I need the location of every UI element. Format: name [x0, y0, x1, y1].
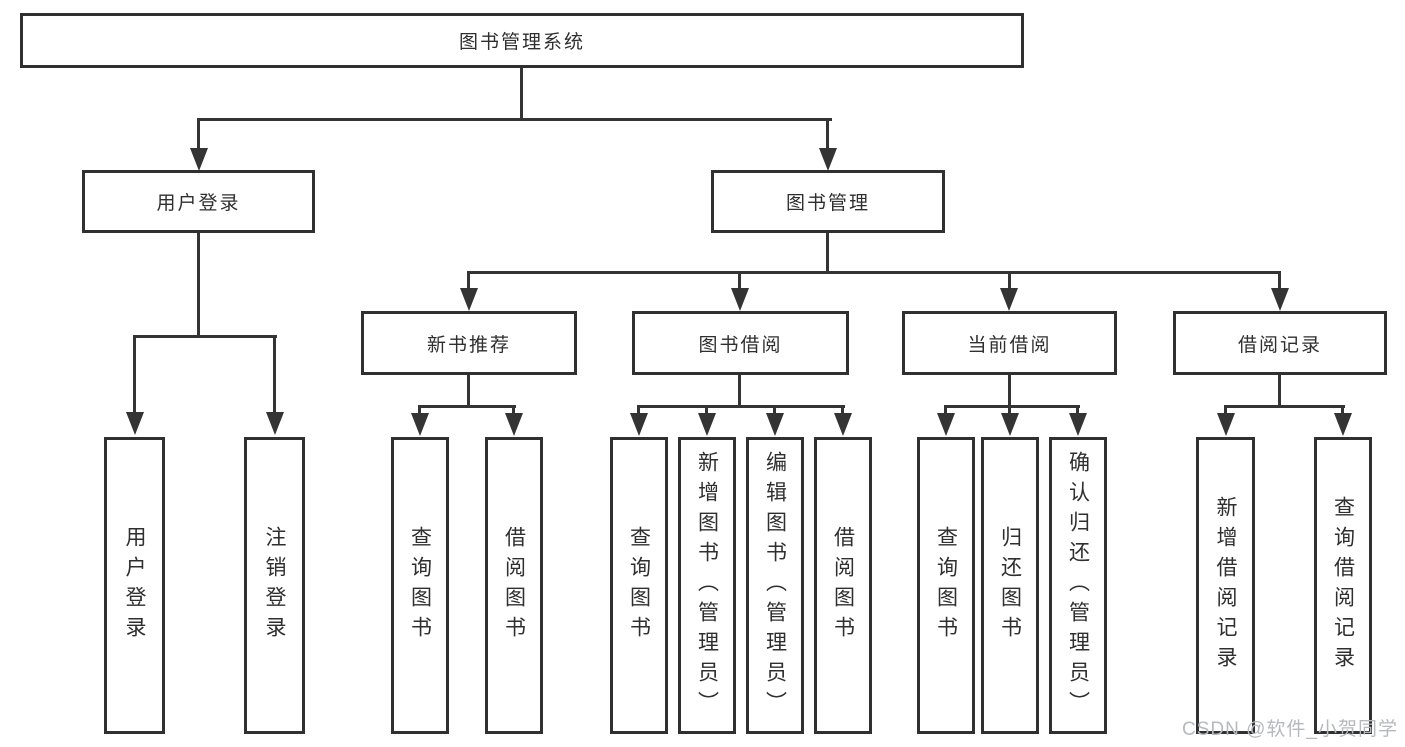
connector-line: [133, 335, 136, 413]
leaf-borrow-book-borrowing: 借阅图书: [814, 437, 872, 734]
connector-line: [637, 405, 845, 408]
connector-line: [1008, 405, 1011, 415]
connector-line: [1341, 405, 1344, 415]
connector-line: [197, 118, 200, 150]
node-label: 查询借阅记录: [1331, 495, 1355, 676]
leaf-add-book-admin: 新增图书（管理员）: [678, 437, 736, 734]
leaf-borrow-book-recommend: 借阅图书: [485, 437, 543, 734]
connector-line: [467, 271, 470, 289]
leaf-query-book-current: 查询图书: [917, 437, 975, 734]
connector-line: [197, 233, 200, 337]
node-label: 查询图书: [408, 525, 432, 646]
arrow-head: [411, 413, 429, 436]
node-label: 借阅记录: [1237, 334, 1322, 356]
arrow-head: [126, 412, 144, 435]
leaf-query-book-recommend: 查询图书: [391, 437, 449, 734]
node-label: 图书管理系统: [458, 32, 585, 53]
watermark: CSDN @软件_小贺同学: [1182, 719, 1398, 740]
connector-line: [520, 68, 523, 120]
node-label: 确认归还（管理员）: [1066, 450, 1090, 721]
arrow-head: [1271, 288, 1289, 311]
leaf-query-book-borrowing: 查询图书: [610, 437, 668, 734]
connector-line: [738, 271, 741, 289]
node-label: 用户登录: [123, 525, 146, 646]
arrow-head: [1069, 413, 1087, 436]
connector-line: [133, 335, 277, 338]
node-label: 查询图书: [627, 525, 651, 646]
leaf-add-borrow-record: 新增借阅记录: [1196, 437, 1255, 734]
connector-line: [418, 405, 421, 415]
node-label: 编辑图书（管理员）: [763, 450, 787, 721]
node-library-system: 图书管理系统: [20, 13, 1024, 68]
node-label: 图书管理: [785, 193, 870, 214]
arrow-head: [630, 413, 648, 436]
connector-line: [1224, 405, 1345, 408]
connector-line: [944, 405, 947, 415]
arrow-head: [698, 413, 716, 436]
node-label: 查询图书: [934, 525, 958, 646]
connector-line: [773, 405, 776, 415]
connector-line: [705, 405, 708, 415]
connector-line: [637, 405, 640, 415]
node-label: 新增借阅记录: [1214, 495, 1237, 676]
arrow-head: [731, 288, 749, 311]
arrow-head: [1217, 413, 1235, 436]
node-label: 当前借阅: [967, 334, 1052, 356]
node-label: 新增图书（管理员）: [695, 450, 719, 721]
connector-line: [1278, 375, 1281, 407]
leaf-confirm-return-admin: 确认归还（管理员）: [1049, 437, 1107, 734]
arrow-head: [505, 413, 523, 436]
node-borrowing-records: 借阅记录: [1173, 311, 1387, 375]
node-book-management: 图书管理: [711, 170, 945, 233]
connector-line: [1076, 405, 1079, 415]
leaf-query-borrow-record: 查询借阅记录: [1314, 437, 1372, 734]
node-label: 用户登录: [156, 193, 241, 214]
node-user-login: 用户登录: [82, 170, 315, 233]
arrow-head: [1334, 413, 1352, 436]
arrow-head: [834, 413, 852, 436]
leaf-return-book: 归还图书: [981, 437, 1039, 734]
node-label: 新书推荐: [426, 334, 511, 356]
connector-line: [1224, 405, 1227, 415]
arrow-head: [460, 288, 478, 311]
node-current-borrowing: 当前借阅: [902, 311, 1117, 375]
connector-line: [1278, 271, 1281, 289]
connector-line: [826, 233, 829, 273]
arrow-head: [766, 413, 784, 436]
arrow-head: [1001, 413, 1019, 436]
connector-line: [1008, 375, 1011, 407]
connector-line: [197, 118, 832, 121]
arrow-head: [1000, 288, 1018, 311]
node-label: 注销登录: [263, 525, 286, 646]
connector-line: [944, 405, 1080, 408]
arrow-head: [937, 413, 955, 436]
leaf-logout: 注销登录: [244, 437, 305, 734]
arrow-head: [819, 148, 837, 171]
arrow-head: [190, 148, 208, 171]
connector-line: [512, 405, 515, 415]
connector-line: [1008, 271, 1011, 289]
node-new-book-recommendation: 新书推荐: [361, 311, 577, 375]
node-label: 借阅图书: [831, 525, 855, 646]
connector-line: [841, 405, 844, 415]
node-label: 归还图书: [998, 525, 1022, 646]
connector-line: [738, 375, 741, 407]
connector-line: [826, 118, 829, 150]
connector-line: [467, 375, 470, 407]
node-label: 图书借阅: [698, 334, 783, 356]
node-label: 借阅图书: [502, 525, 526, 646]
node-book-borrowing: 图书借阅: [632, 311, 849, 375]
connector-line: [273, 335, 276, 413]
leaf-user-login: 用户登录: [104, 437, 165, 734]
connector-line: [418, 405, 516, 408]
connector-line: [467, 271, 1281, 274]
leaf-edit-book-admin: 编辑图书（管理员）: [746, 437, 804, 734]
arrow-head: [266, 412, 284, 435]
